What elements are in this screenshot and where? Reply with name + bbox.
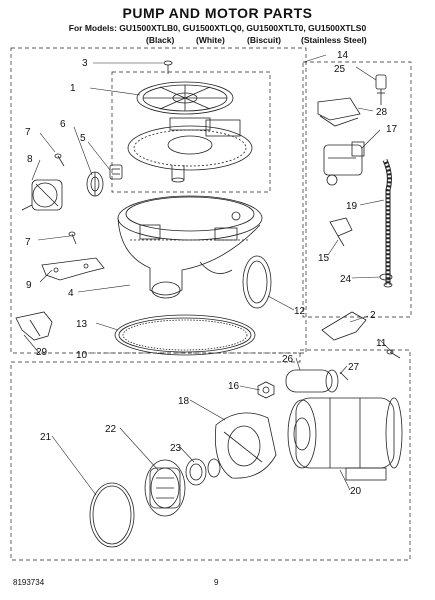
models-line: For Models: GU1500XTLB0, GU1500XTLQ0, GU… [68, 23, 367, 33]
part-wheel-6 [86, 171, 104, 197]
callout-7a: 7 [25, 127, 31, 138]
callout-1: 1 [70, 83, 76, 94]
part-screw-7b [68, 231, 77, 245]
part-motor-cap-8 [21, 179, 63, 211]
callout-16: 16 [228, 381, 240, 392]
part-clamp-17 [323, 141, 365, 186]
callout-21: 21 [40, 432, 52, 443]
leader-lines [23, 54, 393, 496]
group-boxes [10, 47, 412, 561]
part-hose-19 [382, 158, 393, 288]
callout-23: 23 [170, 443, 182, 454]
part-capacitor-26 [285, 369, 339, 393]
callout-labels: 1 2 3 4 5 6 7 7 8 9 10 11 12 13 14 15 16… [25, 50, 398, 497]
part-pump-housing-4 [117, 195, 263, 299]
part-bracket-29 [15, 311, 53, 341]
callout-15: 15 [318, 253, 330, 264]
callout-19: 19 [346, 201, 358, 212]
part-screw-3 [163, 60, 173, 74]
page-number: 9 [214, 578, 219, 587]
part-nut-16 [257, 381, 275, 399]
part-clip-15 [329, 217, 353, 247]
part-seal-23 [185, 458, 221, 486]
part-motor-20 [287, 397, 403, 481]
part-filter-gear-plate [127, 117, 253, 183]
callout-12: 12 [294, 306, 306, 317]
callout-4: 4 [68, 288, 74, 299]
color-biscuit: (Biscuit) [247, 35, 281, 45]
callout-5: 5 [80, 133, 86, 144]
part-number: 8193734 [13, 578, 45, 587]
part-impeller-housing-18 [214, 412, 277, 479]
callout-13: 13 [76, 319, 88, 330]
part-seal-12 [242, 255, 272, 309]
callout-9: 9 [26, 280, 32, 291]
page-title: PUMP AND MOTOR PARTS [122, 5, 313, 21]
color-black: (Black) [146, 35, 175, 45]
callout-11: 11 [376, 338, 387, 349]
callout-26: 26 [282, 354, 294, 365]
part-screw-27 [339, 371, 349, 381]
part-cover-28 [317, 97, 361, 127]
callout-2: 2 [370, 310, 376, 321]
part-oring-21 [89, 482, 135, 548]
callout-17: 17 [386, 124, 398, 135]
motor-group-box [10, 349, 411, 561]
part-ring-gasket-13 [114, 314, 256, 356]
part-screw-11 [386, 349, 401, 359]
callout-22: 22 [105, 424, 117, 435]
part-screw-7a [54, 153, 65, 167]
part-hose-clamp-25 [375, 74, 387, 105]
callout-8: 8 [27, 154, 33, 165]
part-bracket-2 [321, 311, 367, 341]
pump-group-box [10, 47, 307, 354]
callout-24: 24 [340, 274, 352, 285]
callout-6: 6 [60, 119, 66, 130]
callout-29: 29 [36, 347, 48, 358]
callout-20: 20 [350, 486, 362, 497]
callout-28: 28 [376, 107, 388, 118]
callout-10: 10 [76, 350, 88, 361]
part-impeller-22 [144, 459, 186, 517]
callout-14: 14 [337, 50, 349, 61]
callout-3: 3 [82, 58, 88, 69]
callout-18: 18 [178, 396, 190, 407]
part-clip-5 [109, 164, 123, 180]
callout-25: 25 [334, 64, 346, 75]
color-stainless: (Stainless Steel) [301, 35, 367, 45]
part-filter-cover-1 [136, 81, 234, 115]
part-bracket-9 [41, 257, 105, 281]
hose-group-box [302, 61, 412, 318]
callout-7b: 7 [25, 237, 31, 248]
callout-27: 27 [348, 362, 360, 373]
filter-group-box [111, 71, 271, 193]
color-white: (White) [196, 35, 225, 45]
